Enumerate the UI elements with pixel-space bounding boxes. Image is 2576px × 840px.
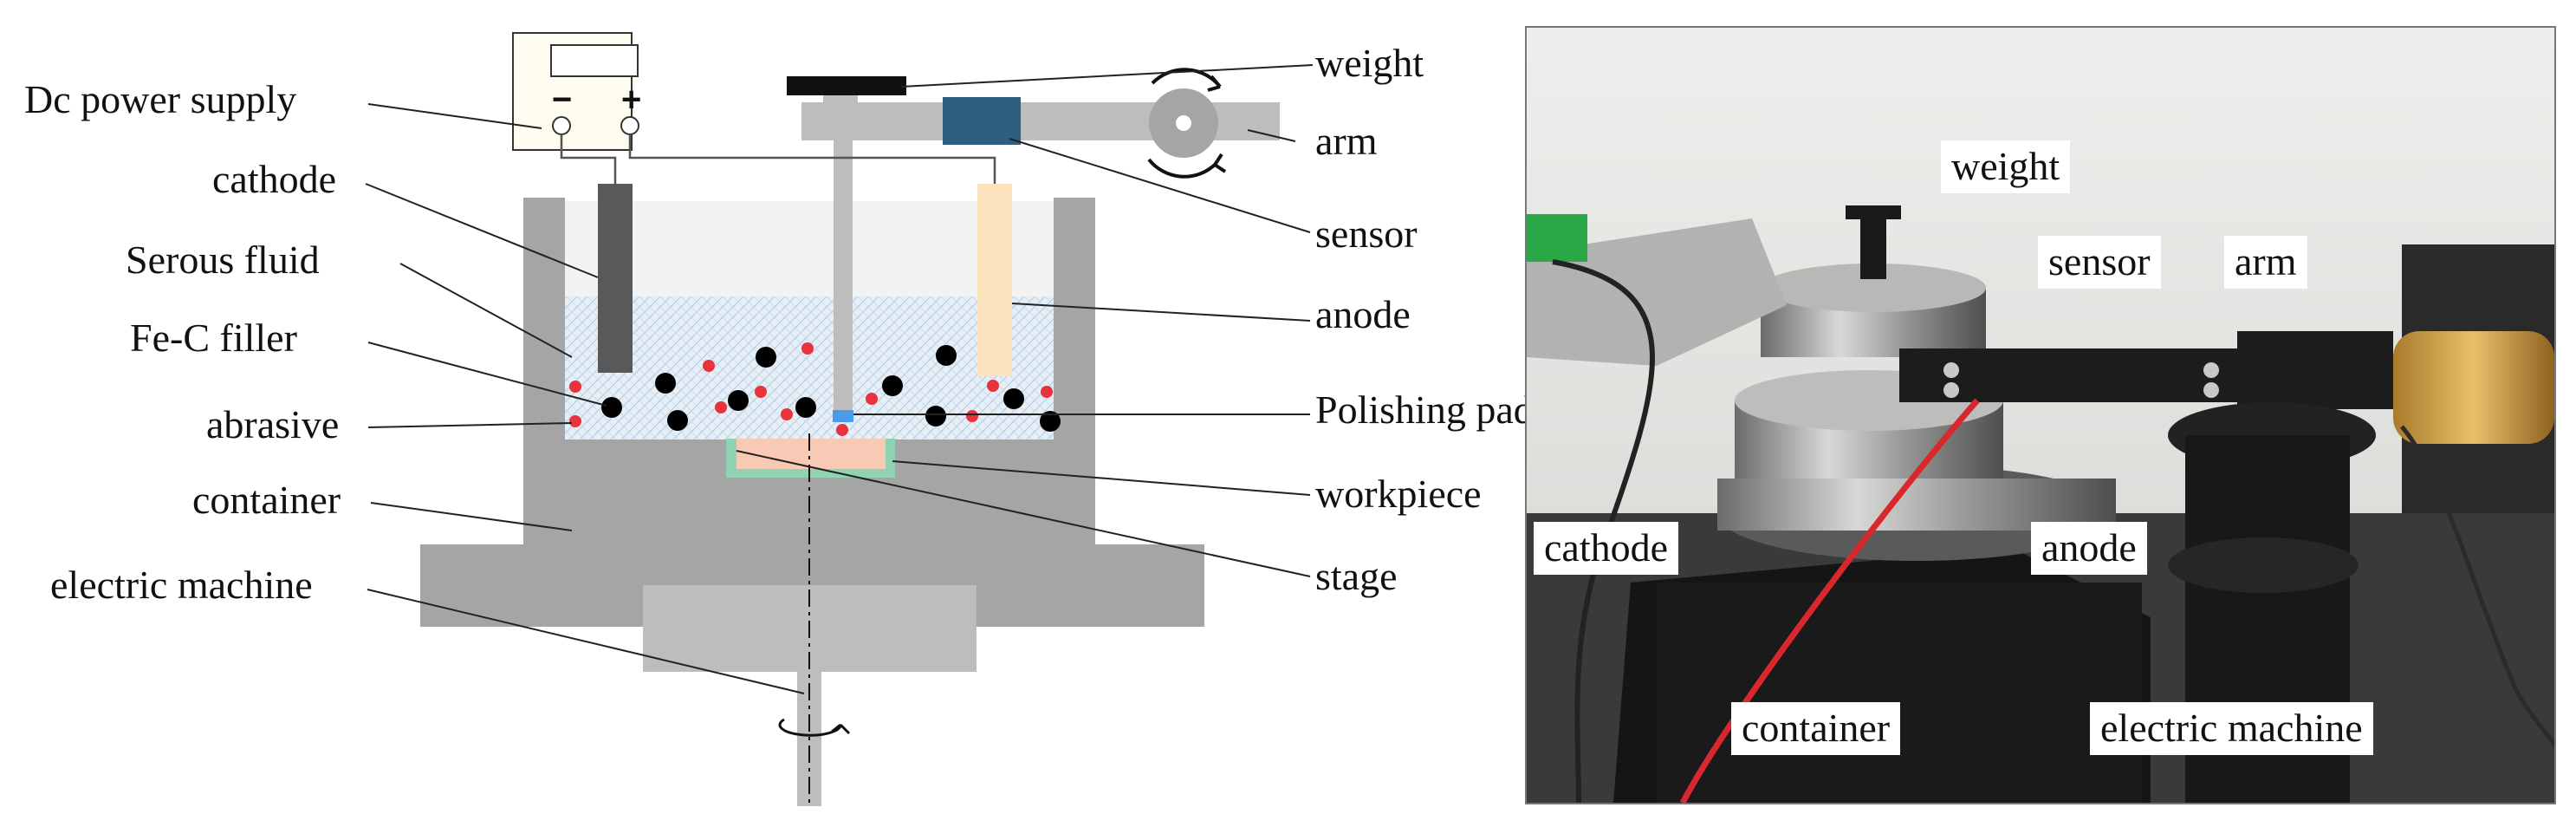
label-container: container <box>192 478 341 522</box>
leader-lines <box>365 64 1314 694</box>
label-serous-fluid: Serous fluid <box>126 238 320 282</box>
container-interior <box>565 201 1054 296</box>
arm-pivot-bracket <box>823 94 858 104</box>
photo-label-anode: anode <box>2031 522 2147 575</box>
polishing-pad <box>833 410 853 422</box>
label-anode: anode <box>1315 292 1411 336</box>
pad-shaft <box>834 113 853 412</box>
label-abrasive: abrasive <box>206 402 339 446</box>
photo-label-electric-machine: electric machine <box>2090 702 2373 755</box>
weight <box>787 76 906 95</box>
workpiece <box>736 439 886 469</box>
anode-electrode <box>977 184 1012 376</box>
cathode-electrode <box>598 184 633 373</box>
apparatus-photo: weight sensor arm cathode anode containe… <box>1525 26 2556 804</box>
positive-terminal <box>620 116 639 135</box>
label-dc-power-supply: Dc power supply <box>24 77 296 121</box>
pivot-rotation-arrows-icon <box>1147 68 1227 179</box>
photo-label-weight: weight <box>1941 140 2071 193</box>
label-workpiece: workpiece <box>1315 472 1482 516</box>
sensor-block <box>943 97 1021 145</box>
photo-label-sensor: sensor <box>2038 236 2161 289</box>
label-polishing-pad: Polishing pad <box>1315 387 1525 432</box>
fe-c-filler-particles <box>601 345 1061 432</box>
cathode-wire <box>560 134 617 184</box>
rotation-arrow-icon <box>778 718 851 737</box>
photo-label-cathode: cathode <box>1534 522 1679 575</box>
arm-pivot-hub <box>1176 115 1191 131</box>
label-arm: arm <box>1315 119 1378 163</box>
minus-symbol: − <box>552 81 572 119</box>
label-sensor: sensor <box>1315 212 1418 256</box>
power-display <box>550 44 639 77</box>
label-weight: weight <box>1315 41 1424 85</box>
label-cathode: cathode <box>212 157 336 201</box>
negative-terminal <box>552 116 571 135</box>
anode-wire <box>628 134 996 184</box>
photo-label-arm: arm <box>2224 236 2307 289</box>
container-body <box>420 198 1204 627</box>
plus-symbol: + <box>621 81 641 119</box>
label-electric-machine: electric machine <box>50 563 313 607</box>
photo-label-container: container <box>1731 702 1901 755</box>
label-fe-c-filler: Fe-C filler <box>130 316 297 360</box>
schematic-diagram: − + Dc power supp <box>24 32 1525 806</box>
abrasive-particles <box>569 342 1053 436</box>
label-stage: stage <box>1315 554 1398 598</box>
